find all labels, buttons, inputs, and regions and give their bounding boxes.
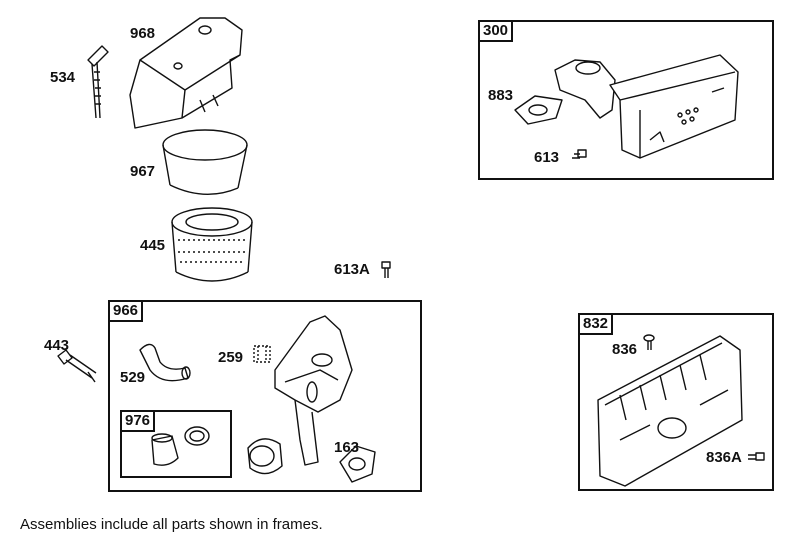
part-label-529: 529 xyxy=(120,369,146,386)
air-filter-drawing xyxy=(171,207,253,282)
filter-976-drawing xyxy=(151,426,210,466)
part-label-613: 613 xyxy=(534,149,560,166)
frame-976 xyxy=(120,410,232,478)
screw-836a-drawing xyxy=(748,452,765,461)
part-label-613a: 613A xyxy=(334,261,370,278)
bolt-613-drawing xyxy=(572,149,587,159)
muffler-assembly-drawing xyxy=(554,54,739,159)
part-label-259: 259 xyxy=(218,349,244,366)
bolt-443-drawing xyxy=(57,349,97,383)
frame-966 xyxy=(108,300,422,492)
clip-259-drawing xyxy=(253,345,271,363)
part-label-883: 883 xyxy=(488,87,514,104)
part-label-443: 443 xyxy=(44,337,70,354)
pre-cleaner-drawing xyxy=(162,129,248,196)
tag-300: 300 xyxy=(478,20,514,42)
part-label-534: 534 xyxy=(50,69,76,86)
frame-300 xyxy=(478,20,774,180)
part-label-445: 445 xyxy=(140,237,166,254)
air-cleaner-cover-drawing xyxy=(129,17,243,129)
part-label-967: 967 xyxy=(130,163,156,180)
heat-shield-drawing xyxy=(597,335,743,487)
part-label-163: 163 xyxy=(334,439,360,456)
tag-976: 976 xyxy=(120,410,156,432)
elbow-529-drawing xyxy=(139,343,191,382)
frame-832 xyxy=(578,313,774,491)
part-label-836: 836 xyxy=(612,341,638,358)
gasket-163-drawing xyxy=(339,445,376,483)
tag-832: 832 xyxy=(578,313,614,335)
part-label-836a: 836A xyxy=(706,449,742,466)
spark-plug-wire-drawing xyxy=(87,45,109,119)
bolt-613a-drawing xyxy=(381,261,391,278)
part-label-968: 968 xyxy=(130,25,156,42)
assemblies-caption: Assemblies include all parts shown in fr… xyxy=(20,516,323,533)
tag-966: 966 xyxy=(108,300,144,322)
air-cleaner-base-drawing xyxy=(247,315,353,475)
screw-836-drawing xyxy=(643,334,655,350)
gasket-883-drawing xyxy=(514,95,563,125)
